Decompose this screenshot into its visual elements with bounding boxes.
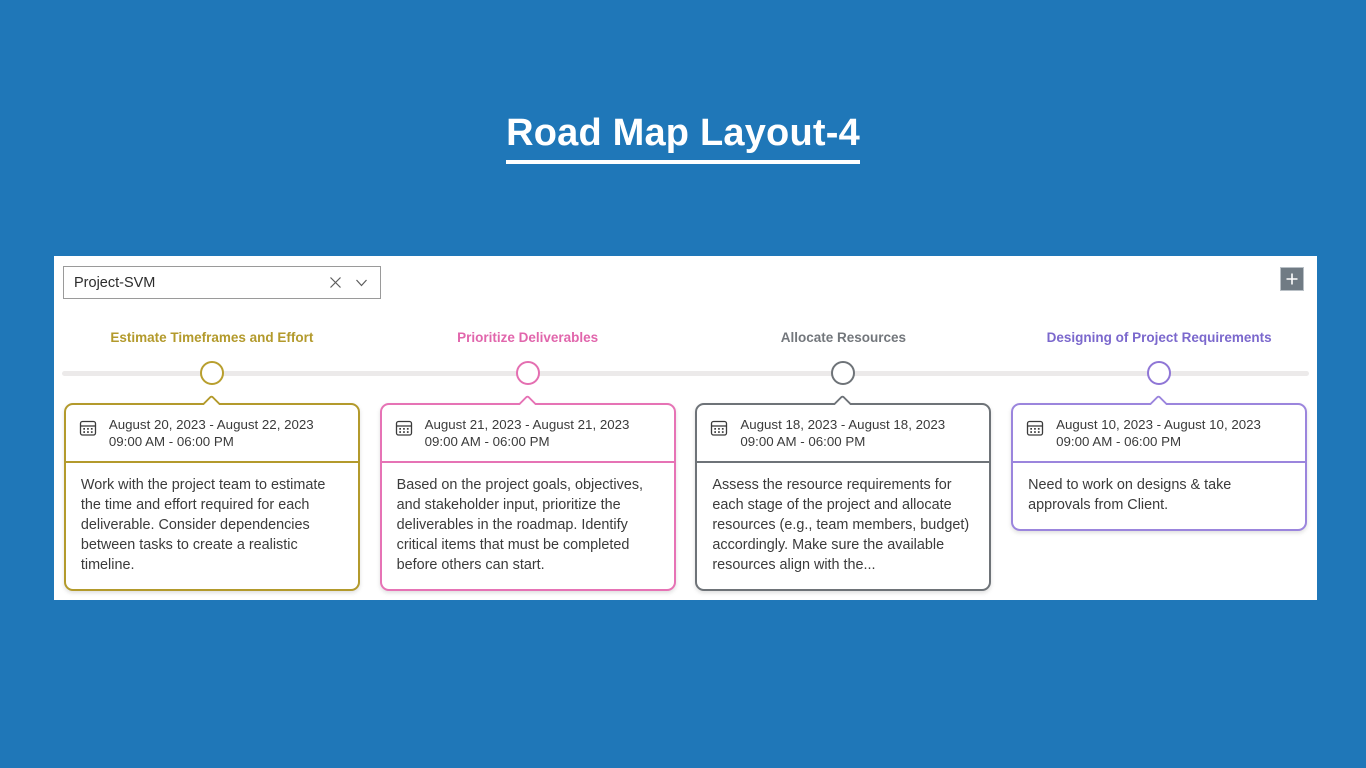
milestone-title: Allocate Resources (780, 330, 907, 345)
card-header: August 20, 2023 - August 22, 2023 09:00 … (65, 405, 358, 463)
page-title: Road Map Layout-4 (0, 112, 1366, 164)
milestone-marker[interactable] (515, 361, 540, 385)
milestone-marker[interactable] (199, 361, 224, 385)
card-datetime: August 10, 2023 - August 10, 2023 09:00 … (1056, 416, 1261, 450)
card-header: August 10, 2023 - August 10, 2023 09:00 … (1013, 405, 1306, 463)
card-pointer (201, 394, 221, 405)
add-milestone-button[interactable] (1280, 267, 1304, 291)
card-date-range: August 20, 2023 - August 22, 2023 (108, 417, 314, 432)
card-pointer (832, 394, 852, 405)
milestone-marker[interactable] (1147, 361, 1172, 385)
card-description: Work with the project team to estimate t… (80, 477, 326, 573)
timeline-rail (62, 371, 1309, 376)
card-description: Based on the project goals, objectives, … (396, 477, 644, 573)
calendar-icon (394, 418, 414, 438)
close-icon[interactable] (322, 270, 348, 296)
milestone-card[interactable]: August 20, 2023 - August 22, 2023 09:00 … (63, 403, 360, 591)
roadmap-panel: Project-SVM Estimate Timeframes a (54, 256, 1317, 600)
card-header: August 21, 2023 - August 21, 2023 09:00 … (381, 405, 674, 463)
panel-toolbar: Project-SVM (54, 256, 1317, 312)
milestone-title: Designing of Project Requirements (1046, 330, 1272, 345)
milestone-title: Estimate Timeframes and Effort (110, 330, 314, 345)
card-pointer (1148, 394, 1168, 405)
milestone-marker[interactable] (831, 361, 856, 385)
milestone-card[interactable]: August 18, 2023 - August 18, 2023 09:00 … (695, 403, 992, 591)
calendar-icon (709, 418, 729, 438)
project-select-value: Project-SVM (74, 274, 156, 291)
card-date-range: August 18, 2023 - August 18, 2023 (740, 417, 946, 432)
milestone-item[interactable]: Designing of Project Requirements (1001, 316, 1317, 600)
card-datetime: August 21, 2023 - August 21, 2023 09:00 … (425, 416, 630, 450)
card-datetime: August 20, 2023 - August 22, 2023 09:00 … (109, 416, 314, 450)
milestone-card[interactable]: August 10, 2023 - August 10, 2023 09:00 … (1011, 403, 1308, 531)
card-description: Assess the resource requirements for eac… (712, 477, 970, 573)
card-date-range: August 21, 2023 - August 21, 2023 (424, 417, 630, 432)
milestone-item[interactable]: Allocate Resources (686, 316, 1002, 600)
milestone-card[interactable]: August 21, 2023 - August 21, 2023 09:00 … (379, 403, 676, 591)
plus-icon (1286, 273, 1298, 285)
timeline: Estimate Timeframes and Effort (54, 316, 1317, 600)
card-datetime: August 18, 2023 - August 18, 2023 09:00 … (740, 416, 945, 450)
project-select[interactable]: Project-SVM (63, 266, 381, 299)
card-description: Need to work on designs & take approvals… (1028, 477, 1232, 513)
milestone-item[interactable]: Prioritize Deliverables (370, 316, 686, 600)
card-header: August 18, 2023 - August 18, 2023 09:00 … (697, 405, 990, 463)
page-title-text: Road Map Layout-4 (506, 112, 860, 164)
milestone-list: Estimate Timeframes and Effort (54, 316, 1317, 600)
card-time-range: 09:00 AM - 06:00 PM (1056, 434, 1182, 449)
milestone-title: Prioritize Deliverables (457, 330, 599, 345)
milestone-item[interactable]: Estimate Timeframes and Effort (54, 316, 370, 600)
card-time-range: 09:00 AM - 06:00 PM (108, 434, 234, 449)
calendar-icon (1025, 418, 1045, 438)
card-pointer (517, 394, 537, 405)
calendar-icon (78, 418, 98, 438)
chevron-down-icon[interactable] (348, 270, 374, 296)
card-time-range: 09:00 AM - 06:00 PM (740, 434, 866, 449)
card-time-range: 09:00 AM - 06:00 PM (424, 434, 550, 449)
card-date-range: August 10, 2023 - August 10, 2023 (1056, 417, 1261, 432)
